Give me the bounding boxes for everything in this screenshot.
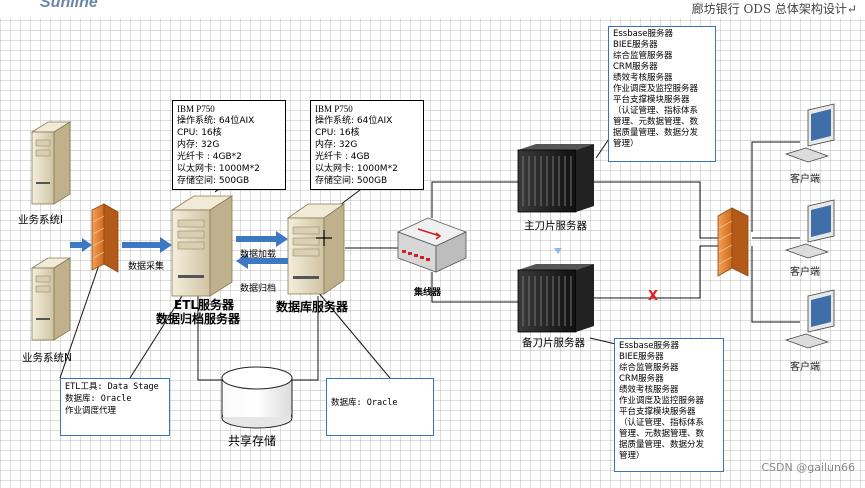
etl-note-line: ETL工具: Data Stage — [65, 382, 159, 392]
main-blade-server-icon — [517, 144, 594, 213]
arrow-load — [236, 231, 288, 247]
backup-service-line: 据质量管理、数据分发 — [619, 440, 705, 450]
etl-spec-line: 存储空间: 500GB — [177, 176, 250, 186]
main-service-line: BIEE服务器 — [613, 40, 658, 50]
client-3-icon — [784, 289, 835, 349]
firewall-left-icon — [91, 203, 119, 273]
switch-icon — [396, 217, 468, 273]
main-service-line: 作业调度及监控服务器 — [613, 84, 699, 94]
etl-spec-line: 以太网卡: 1000M*2 — [177, 164, 260, 174]
label-client-3: 客户端 — [790, 362, 820, 373]
move-cursor-icon — [316, 230, 332, 246]
etl-spec-line: IBM P750 — [177, 104, 215, 114]
biz-server-1-icon — [30, 121, 72, 205]
label-data-load: 数据加载 — [240, 250, 277, 260]
db-spec-line: 存储空间: 500GB — [315, 176, 388, 186]
backup-service-line: Essbase服务器 — [619, 341, 679, 351]
etl-spec-line: CPU: 16核 — [177, 128, 222, 138]
watermark: CSDN @gailun66 — [761, 461, 855, 474]
label-db-server: 数据库服务器 — [276, 300, 349, 314]
client-2-icon — [784, 199, 835, 259]
backup-service-line: 平台支撑模块服务器 — [619, 407, 696, 417]
backup-service-line: BIEE服务器 — [619, 352, 664, 362]
company-logo: Sunline — [40, 0, 98, 11]
label-client-1: 客户端 — [790, 174, 820, 185]
backup-service-line: 管理、元数据管理、数 — [619, 429, 705, 439]
etl-notes-callout: ETL工具: Data Stage 数据库: Oracle 作业调度代理 — [60, 378, 170, 436]
main-service-line: 绩效考核服务器 — [613, 73, 673, 83]
arrow-collect — [122, 237, 172, 253]
firewall-right-icon — [717, 207, 749, 277]
label-biz-system-1: 业务系统I — [18, 214, 64, 226]
label-main-blade: 主刀片服务器 — [524, 220, 587, 232]
shared-storage-icon — [221, 366, 293, 429]
etl-server-icon — [170, 195, 234, 297]
backup-blade-server-icon — [517, 264, 594, 333]
db-note-line: 数据库: Oracle — [331, 398, 398, 408]
label-data-collect: 数据采集 — [128, 262, 165, 272]
label-archive-server: 数据归档服务器 — [156, 312, 241, 326]
etl-spec-line: 光纤卡 : 4GB*2 — [177, 152, 242, 162]
backup-service-line: 综合监管服务器 — [619, 363, 679, 373]
db-server-icon — [286, 203, 346, 295]
db-spec-line: 操作系统: 64位AIX — [315, 116, 393, 126]
etl-spec-callout: IBM P750 操作系统: 64位AIX CPU: 16核内存: 32G 光纤卡 :… — [172, 100, 286, 190]
etl-note-line: 作业调度代理 — [65, 406, 117, 416]
arrow-biz-to-firewall — [70, 238, 92, 252]
arrow-archive — [236, 253, 288, 269]
main-service-line: 综合监管服务器 — [613, 51, 673, 61]
db-spec-callout: IBM P750 操作系统: 64位AIX CPU: 16核内存: 32G 光纤卡 :… — [310, 100, 424, 190]
db-spec-line: CPU: 16核 — [315, 128, 360, 138]
backup-service-line: CRM服务器 — [619, 374, 664, 384]
main-service-line: 据质量管理、数据分发 — [613, 128, 699, 138]
label-backup-blade: 备刀片服务器 — [522, 337, 585, 349]
label-switch: 集线器 — [414, 288, 442, 298]
data-flow-arrows — [70, 231, 288, 269]
label-client-2: 客户端 — [790, 267, 820, 278]
client-1-icon — [784, 103, 835, 163]
db-notes-callout: 数据库: Oracle — [326, 378, 434, 436]
main-service-line: 管理） — [613, 139, 639, 149]
main-service-line: Essbase服务器 — [613, 29, 673, 39]
main-service-line: 管理、元数据管理、数 — [613, 117, 699, 127]
biz-server-n-icon — [30, 257, 72, 341]
db-spec-line: 光纤卡 : 4GB — [315, 152, 370, 162]
label-shared-storage: 共享存储 — [228, 434, 277, 448]
backup-service-line: 作业调度及监控服务器 — [619, 396, 705, 406]
etl-note-line: 数据库: Oracle — [65, 394, 132, 404]
document-header-band — [0, 0, 865, 18]
db-spec-line: 内存: 32G — [315, 140, 358, 150]
backup-service-line: 管理） — [619, 451, 645, 461]
document-title: 廊坊银行 ODS 总体架构设计↵ — [691, 2, 857, 16]
etl-spec-line: 操作系统: 64位AIX — [177, 116, 255, 126]
backup-service-line: 绩效考核服务器 — [619, 385, 679, 395]
label-etl-server: ETL服务器 — [174, 298, 235, 312]
main-service-line: CRM服务器 — [613, 62, 658, 72]
main-service-line: 平台支撑模块服务器 — [613, 95, 690, 105]
fault-x-mark: X — [648, 289, 659, 304]
label-data-archive: 数据归档 — [240, 284, 277, 294]
failover-arrow-icon — [554, 248, 562, 254]
db-spec-line: 以太网卡: 1000M*2 — [315, 164, 398, 174]
etl-spec-line: 内存: 32G — [177, 140, 220, 150]
main-service-line: （认证管理、指标体系 — [613, 106, 699, 116]
db-spec-line: IBM P750 — [315, 104, 353, 114]
backup-service-line: （认证管理、指标体系 — [619, 418, 705, 428]
label-biz-system-n: 业务系统N — [22, 352, 72, 364]
